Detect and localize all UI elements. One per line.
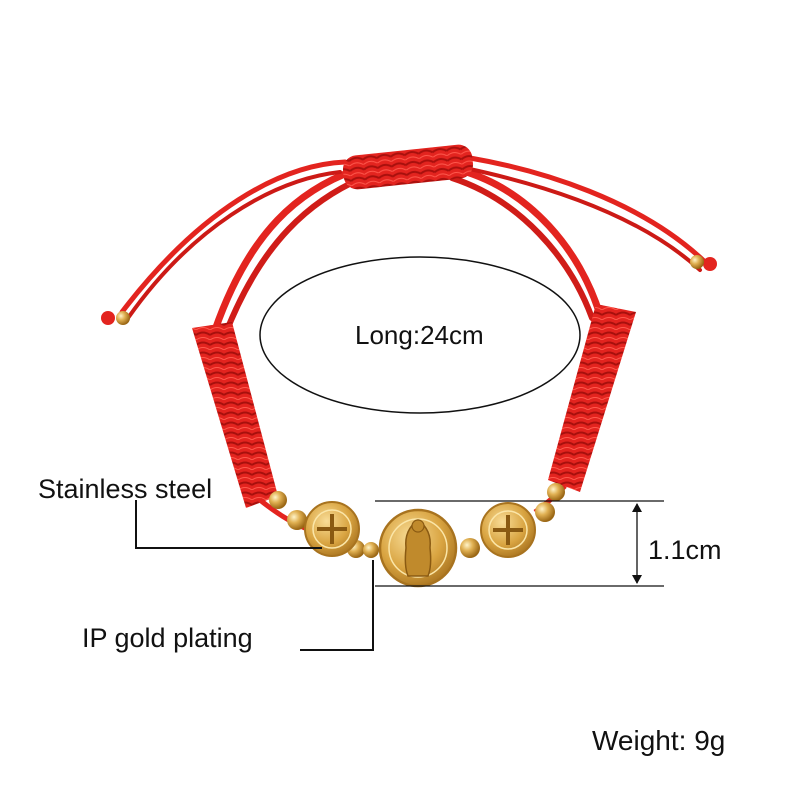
- size-dimension: [375, 500, 664, 587]
- left-medal: [304, 501, 360, 557]
- material-leader-line: [135, 500, 322, 549]
- right-medal: [480, 502, 536, 558]
- tail-bead-left: [116, 311, 130, 325]
- length-label: Long:24cm: [355, 320, 484, 350]
- material-label: Stainless steel: [38, 474, 213, 504]
- weight-label: Weight: 9g: [592, 725, 726, 756]
- medal-size-label: 1.1cm: [648, 535, 722, 565]
- gold-beads: [269, 483, 565, 558]
- plating-leader-line: [300, 560, 374, 651]
- plating-label: IP gold plating: [82, 623, 253, 653]
- tail-bead-right: [690, 255, 704, 269]
- length-ellipse: [259, 256, 581, 414]
- center-medal: [378, 508, 458, 588]
